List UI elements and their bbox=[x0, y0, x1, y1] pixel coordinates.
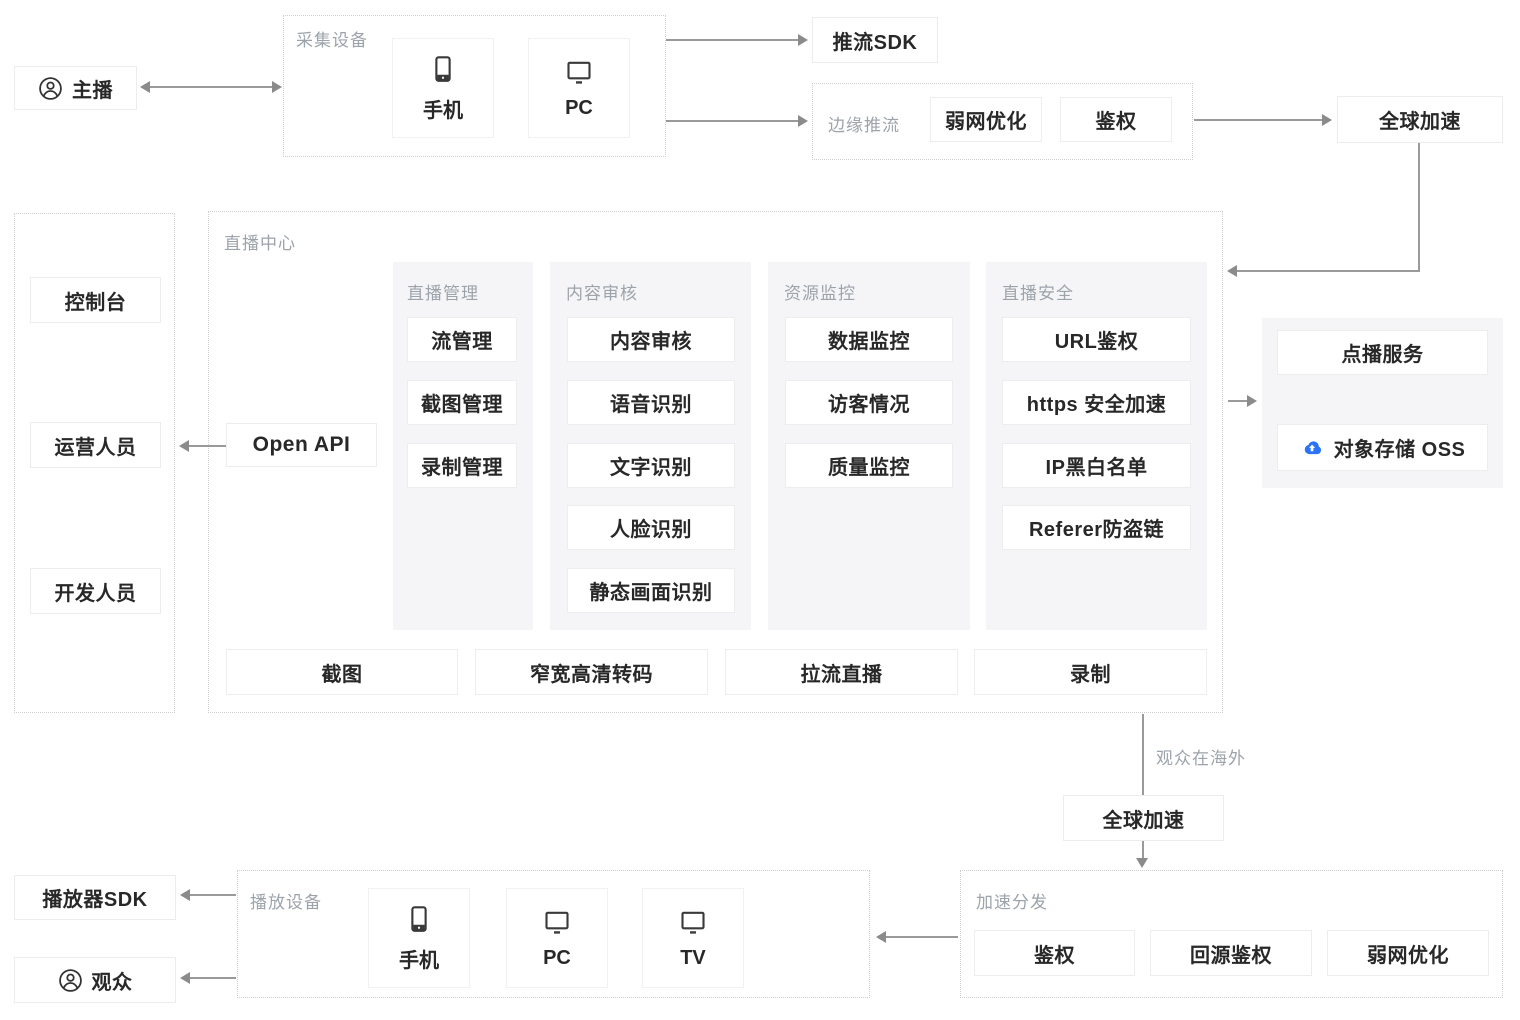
playback-device-tv: TV bbox=[642, 888, 744, 988]
cloud-upload-icon bbox=[1304, 440, 1321, 454]
item-transcoding: 窄宽高清转码 bbox=[475, 649, 708, 695]
device-label: PC bbox=[543, 946, 571, 969]
arrow-edgepush-globalaccel-line bbox=[1194, 119, 1322, 121]
edge-push-label: 边缘推流 bbox=[828, 116, 900, 135]
playback-device-phone: 手机 bbox=[368, 888, 470, 988]
item-visitor-stats: 访客情况 bbox=[785, 380, 953, 425]
arrowhead-left bbox=[876, 931, 886, 943]
arrowhead-down bbox=[1136, 858, 1148, 868]
item-speech-recognition: 语音识别 bbox=[567, 380, 735, 425]
item-data-monitoring: 数据监控 bbox=[785, 317, 953, 362]
monitor-icon bbox=[545, 911, 569, 935]
arrowhead-left bbox=[179, 440, 189, 452]
arrowhead-right bbox=[1247, 395, 1257, 407]
live-center-label: 直播中心 bbox=[224, 234, 296, 253]
arrow-anchor-capture-line bbox=[150, 86, 272, 88]
item-screenshot-management: 截图管理 bbox=[407, 380, 517, 425]
connector-globalaccel-down bbox=[1418, 143, 1420, 271]
item-ip-list: IP黑白名单 bbox=[1002, 443, 1191, 488]
device-label: 手机 bbox=[399, 949, 439, 972]
arrow-openapi-operators-line bbox=[189, 445, 226, 447]
distribution-group bbox=[960, 870, 1503, 998]
arrowhead-right bbox=[798, 115, 808, 127]
viewer-box: 观众 bbox=[14, 957, 176, 1003]
item-pull-stream-live: 拉流直播 bbox=[725, 649, 958, 695]
connector-livecenter-down bbox=[1142, 714, 1144, 795]
item-url-auth: URL鉴权 bbox=[1002, 317, 1191, 362]
arrow-capture-edgepush-line bbox=[666, 120, 798, 122]
item-content-review: 内容审核 bbox=[567, 317, 735, 362]
item-https-accel: https 安全加速 bbox=[1002, 380, 1191, 425]
device-label: 手机 bbox=[423, 99, 463, 122]
edge-push-group bbox=[812, 83, 1193, 160]
column-title: 资源监控 bbox=[784, 284, 856, 303]
item-recording-management: 录制管理 bbox=[407, 443, 517, 488]
arrow-livecenter-vod-line bbox=[1228, 400, 1247, 402]
item-static-frame-recognition: 静态画面识别 bbox=[567, 568, 735, 613]
playback-devices-label: 播放设备 bbox=[250, 893, 322, 912]
arrow-playback-playersdk-line bbox=[190, 894, 236, 896]
edge-push-item-weak-network: 弱网优化 bbox=[930, 97, 1042, 142]
anchor-label: 主播 bbox=[72, 79, 113, 102]
console-box: 控制台 bbox=[30, 277, 161, 323]
item-referer-antileech: Referer防盗链 bbox=[1002, 505, 1191, 550]
capture-device-phone: 手机 bbox=[392, 38, 494, 138]
oss-box: 对象存储 OSS bbox=[1277, 424, 1488, 471]
live-center-group bbox=[208, 211, 1223, 713]
tv-icon bbox=[681, 911, 705, 935]
playback-devices-group bbox=[237, 870, 870, 998]
dist-item-origin-auth: 回源鉴权 bbox=[1150, 930, 1312, 976]
arrowhead-right bbox=[798, 34, 808, 46]
operators-box: 运营人员 bbox=[30, 422, 161, 468]
item-face-recognition: 人脸识别 bbox=[567, 505, 735, 550]
arrowhead-left bbox=[1227, 265, 1237, 277]
arrow-capture-pushsdk-line bbox=[666, 39, 798, 41]
user-icon bbox=[58, 968, 82, 992]
capture-devices-group bbox=[283, 15, 666, 157]
capture-device-pc: PC bbox=[528, 38, 630, 138]
arrowhead-right bbox=[272, 81, 282, 93]
push-sdk-box: 推流SDK bbox=[812, 17, 938, 63]
capture-devices-label: 采集设备 bbox=[296, 31, 368, 50]
item-text-recognition: 文字识别 bbox=[567, 443, 735, 488]
user-icon bbox=[39, 76, 62, 100]
open-api-box: Open API bbox=[226, 423, 377, 467]
arrowhead-right bbox=[1322, 114, 1332, 126]
oss-label: 对象存储 OSS bbox=[1333, 439, 1466, 461]
item-screenshot: 截图 bbox=[226, 649, 458, 695]
device-label: TV bbox=[680, 946, 706, 969]
connector-accel-down bbox=[1142, 841, 1144, 858]
arrow-playback-viewer-line bbox=[190, 977, 236, 979]
arrowhead-left bbox=[180, 889, 190, 901]
column-title: 内容审核 bbox=[566, 284, 638, 303]
item-quality-monitoring: 质量监控 bbox=[785, 443, 953, 488]
overseas-label: 观众在海外 bbox=[1156, 749, 1246, 768]
phone-icon bbox=[435, 55, 451, 82]
global-accel-bottom-box: 全球加速 bbox=[1063, 795, 1224, 841]
arrowhead-left bbox=[140, 81, 150, 93]
playback-device-pc: PC bbox=[506, 888, 608, 988]
vod-service-box: 点播服务 bbox=[1277, 330, 1488, 375]
global-accel-top-box: 全球加速 bbox=[1337, 96, 1503, 143]
item-recording: 录制 bbox=[974, 649, 1207, 695]
developers-box: 开发人员 bbox=[30, 568, 161, 614]
phone-icon bbox=[411, 905, 427, 932]
dist-item-auth: 鉴权 bbox=[974, 930, 1135, 976]
distribution-label: 加速分发 bbox=[976, 893, 1048, 912]
player-sdk-box: 播放器SDK bbox=[14, 875, 176, 920]
connector-globalaccel-left bbox=[1237, 270, 1420, 272]
viewer-label: 观众 bbox=[91, 971, 133, 994]
left-users-group bbox=[14, 213, 175, 713]
arrow-distribution-playback-line bbox=[886, 936, 958, 938]
dist-item-weak-network: 弱网优化 bbox=[1327, 930, 1489, 976]
item-stream-management: 流管理 bbox=[407, 317, 517, 362]
monitor-icon bbox=[567, 61, 591, 85]
arrowhead-left bbox=[180, 972, 190, 984]
anchor-box: 主播 bbox=[14, 66, 137, 110]
device-label: PC bbox=[565, 96, 593, 119]
column-title: 直播管理 bbox=[407, 284, 479, 303]
column-title: 直播安全 bbox=[1002, 284, 1074, 303]
edge-push-item-auth: 鉴权 bbox=[1060, 97, 1172, 142]
